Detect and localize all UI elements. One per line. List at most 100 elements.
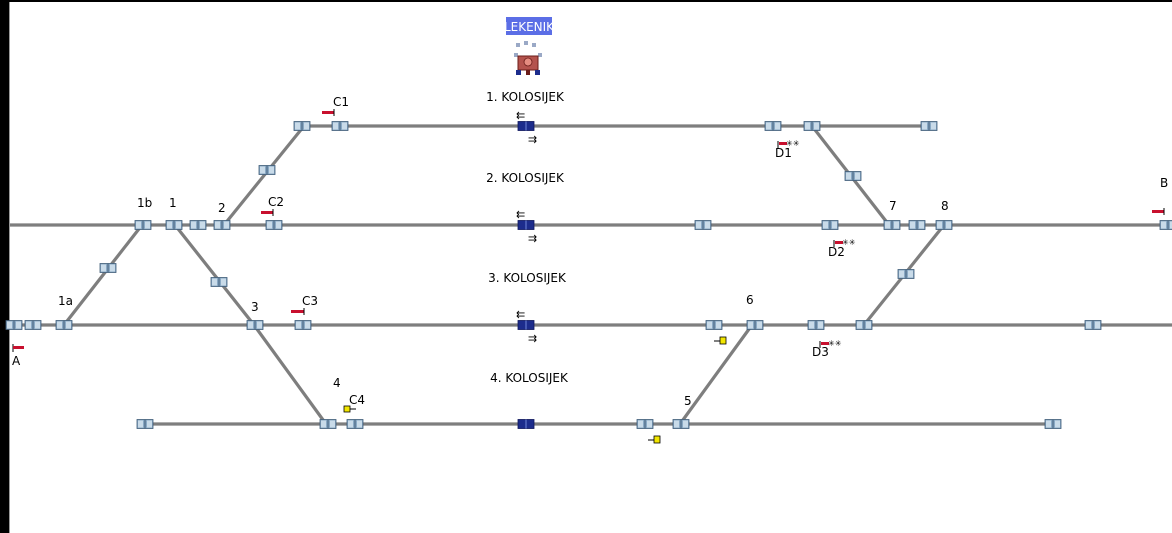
track-section[interactable] — [1159, 220, 1172, 230]
svg-text:✳✳: ✳✳ — [786, 139, 800, 148]
track-section[interactable] — [636, 419, 654, 429]
crossover-2-track1 — [222, 124, 306, 227]
direction-left-arrow-icon: ⇇ — [516, 109, 525, 122]
track-label: 3. KOLOSIJEK — [488, 271, 567, 285]
track-section[interactable] — [1084, 320, 1102, 330]
switch-label: 1b — [137, 196, 152, 210]
track-section[interactable] — [883, 220, 901, 230]
track-section[interactable] — [5, 320, 23, 330]
track-section[interactable] — [694, 220, 712, 230]
signal-b-icon[interactable] — [1152, 208, 1165, 215]
track-section[interactable] — [319, 419, 337, 429]
direction-right-arrow-icon: ⇉ — [528, 133, 537, 146]
signal-c2-icon[interactable] — [261, 209, 274, 216]
track-section[interactable] — [134, 220, 152, 230]
track-section[interactable] — [210, 277, 228, 287]
signal-label: C3 — [302, 294, 318, 308]
signal-d3-icon[interactable]: ✳✳ — [819, 339, 842, 348]
shunt-signal-5-icon[interactable] — [648, 435, 661, 444]
track-section[interactable] — [213, 220, 231, 230]
track-section[interactable] — [331, 121, 349, 131]
crossover-5-6 — [678, 324, 754, 425]
switch-labels: 1b 1 2 1a 3 4 5 6 7 8 — [58, 196, 949, 408]
track-section[interactable] — [99, 263, 117, 273]
svg-text:✳✳: ✳✳ — [828, 339, 842, 348]
platform-block-track-2[interactable] — [517, 220, 535, 230]
crossover-1-3 — [173, 224, 256, 326]
track-label: 1. KOLOSIJEK — [486, 90, 565, 104]
track-section[interactable] — [897, 269, 915, 279]
track-section[interactable] — [803, 121, 821, 131]
crossover-1a-1b — [62, 224, 144, 326]
signal-label: B — [1160, 176, 1168, 190]
window-inner-border — [9, 2, 10, 533]
track-section[interactable] — [346, 419, 364, 429]
switch-label: 1a — [58, 294, 73, 308]
window-top-border — [0, 0, 1172, 2]
platform-block-track-3[interactable] — [517, 320, 535, 330]
switch-label: 6 — [746, 293, 754, 307]
track-section[interactable] — [24, 320, 42, 330]
switch-label: 8 — [941, 199, 949, 213]
track-sections — [5, 121, 1172, 429]
signal-d2-icon[interactable]: ✳✳ — [833, 238, 856, 247]
track-section[interactable] — [136, 419, 154, 429]
direction-left-arrow-icon: ⇇ — [516, 208, 525, 221]
signal-label: C1 — [333, 95, 349, 109]
station-name-badge[interactable] — [506, 17, 552, 35]
switch-label: 4 — [333, 376, 341, 390]
track-section[interactable] — [807, 320, 825, 330]
signal-label: D3 — [812, 345, 829, 359]
track-lines — [10, 124, 1172, 426]
shunt-signal-6-icon[interactable] — [714, 336, 727, 345]
track-section[interactable] — [855, 320, 873, 330]
station-header[interactable]: LEKENIK — [504, 17, 555, 75]
track-section[interactable] — [55, 320, 73, 330]
track-labels: 1. KOLOSIJEK 2. KOLOSIJEK 3. KOLOSIJEK 4… — [486, 90, 569, 385]
track-label: 2. KOLOSIJEK — [486, 171, 565, 185]
switch-label: 5 — [684, 394, 692, 408]
track-section[interactable] — [844, 171, 862, 181]
track-section[interactable] — [258, 165, 276, 175]
track-section[interactable] — [764, 121, 782, 131]
track-section[interactable] — [246, 320, 264, 330]
track-section[interactable] — [1044, 419, 1062, 429]
platform-block-track-4[interactable] — [517, 419, 535, 429]
signal-label: C4 — [349, 393, 365, 407]
svg-text:✳✳: ✳✳ — [842, 238, 856, 247]
track-section[interactable] — [920, 121, 938, 131]
switch-label: 1 — [169, 196, 177, 210]
track-section[interactable] — [165, 220, 183, 230]
signal-c4-icon[interactable] — [343, 405, 356, 413]
signals: ✳✳ ✳✳ ✳✳ — [12, 109, 1165, 444]
track-section[interactable] — [821, 220, 839, 230]
signal-labels: A B C1 C2 C3 C4 D1 D2 D3 — [12, 95, 1168, 407]
track-section[interactable] — [908, 220, 926, 230]
track-section[interactable] — [265, 220, 283, 230]
switch-label: 2 — [218, 201, 226, 215]
track-section[interactable] — [935, 220, 953, 230]
signal-c3-icon[interactable] — [291, 308, 305, 315]
track-section[interactable] — [293, 121, 311, 131]
track-section[interactable] — [294, 320, 312, 330]
signal-label: C2 — [268, 195, 284, 209]
window-left-border — [0, 0, 9, 533]
signal-c1-icon[interactable] — [322, 109, 335, 116]
signal-a-icon[interactable] — [12, 344, 24, 352]
direction-right-arrow-icon: ⇉ — [528, 232, 537, 245]
signal-d1-icon[interactable]: ✳✳ — [777, 139, 800, 148]
platform-block-track-1[interactable] — [517, 121, 535, 131]
track-section[interactable] — [189, 220, 207, 230]
track-section[interactable] — [705, 320, 723, 330]
track-section[interactable] — [672, 419, 690, 429]
direction-left-arrow-icon: ⇇ — [516, 308, 525, 321]
signal-label: A — [12, 354, 21, 368]
station-signal-box-icon[interactable] — [514, 41, 542, 75]
platform-blocks: ⇇ ⇉ ⇇ ⇉ ⇇ ⇉ — [516, 109, 537, 429]
switch-label: 3 — [251, 300, 259, 314]
signal-label: D2 — [828, 245, 845, 259]
track-section[interactable] — [746, 320, 764, 330]
station-name: LEKENIK — [504, 20, 555, 34]
